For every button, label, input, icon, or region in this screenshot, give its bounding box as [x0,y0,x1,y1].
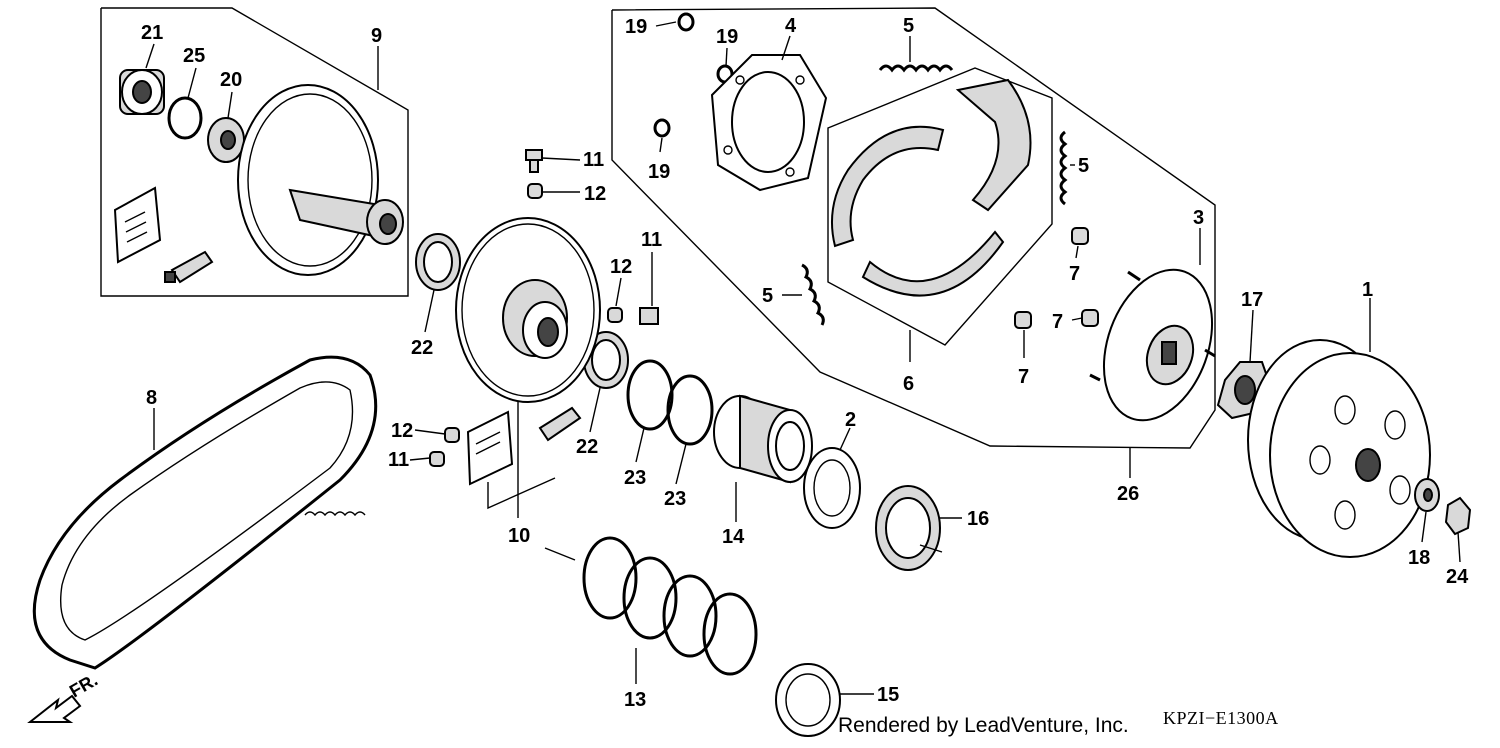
collar-12-mid[interactable] [607,307,623,323]
callout-11-left: 11 [388,449,409,471]
callout-19-b: 19 [716,26,738,48]
group-outline-shoes [827,67,1053,346]
bolt-11-left[interactable] [429,451,445,467]
needle-bearing-21[interactable] [119,69,165,115]
callout-25: 25 [183,45,205,67]
callout-7-a: 7 [1069,263,1080,285]
clip-19-a[interactable] [677,12,695,32]
callout-11-top: 11 [583,149,604,171]
driven-spring-13[interactable] [582,536,758,676]
callout-1: 1 [1362,279,1373,301]
callout-23-a: 23 [624,467,646,489]
ball-bearing-20[interactable] [207,117,245,163]
bracket-10 [487,477,556,510]
callout-13: 13 [624,689,646,711]
callout-19-a: 19 [625,16,647,38]
clutch-outer-1[interactable] [1247,339,1431,558]
grease-pack-icon [113,186,162,264]
callout-14: 14 [722,526,745,548]
callout-2: 2 [845,409,856,431]
callout-12-top: 12 [584,183,606,205]
leader-lines [145,21,1461,695]
callout-5-right: 5 [1078,155,1089,177]
callout-19-c: 19 [648,161,670,183]
callout-17: 17 [1241,289,1263,311]
bolt-11-top[interactable] [525,149,543,173]
oil-seal-22-left[interactable] [415,233,461,291]
callout-26: 26 [1117,483,1139,505]
clutch-shoe-6-bottom[interactable] [861,230,1005,297]
grease-tube-icon [164,250,214,284]
callout-6: 6 [903,373,914,395]
callout-9: 9 [371,25,382,47]
o-ring-23-b[interactable] [666,374,714,446]
clutch-shoe-6-top[interactable] [955,78,1032,212]
group-outline-driven-face [100,7,409,297]
callout-7-c: 7 [1018,366,1029,388]
callout-21: 21 [141,22,163,44]
nut-7-c[interactable] [1081,309,1099,327]
collar-12-left[interactable] [444,427,460,443]
group-outline-clutch [611,7,1216,449]
callout-22-left: 22 [411,337,433,359]
callout-4: 4 [785,15,797,37]
circlip-25[interactable] [167,96,203,140]
callout-12-mid: 12 [610,256,632,278]
callout-12-left: 12 [391,420,413,442]
clutch-spring-5-right[interactable] [1059,130,1068,206]
oil-seal-16[interactable] [875,485,941,571]
callout-3: 3 [1193,207,1204,229]
clutch-spring-5-left[interactable] [801,263,825,326]
o-ring-23-a[interactable] [626,359,674,431]
callout-labels: 1 2 3 4 5 5 5 6 7 7 7 8 9 10 11 11 11 12… [141,15,1469,711]
bolt-11-mid[interactable] [639,307,659,325]
callout-5-left: 5 [762,285,773,307]
nut-7-b[interactable] [1014,311,1032,329]
washer-18[interactable] [1414,478,1440,512]
callout-20: 20 [220,69,242,91]
credit-text: Rendered by LeadVenture, Inc. [838,714,1129,737]
collar-15[interactable] [775,663,841,737]
diagram-code: KPZI−E1300A [1163,708,1279,728]
callout-24: 24 [1446,566,1469,588]
drive-plate-3[interactable] [1084,255,1231,436]
collar-12-top[interactable] [527,183,543,199]
driven-face-9[interactable] [237,84,404,276]
grease-pack-icon-2 [466,410,514,486]
callout-22-right: 22 [576,436,598,458]
side-plate-4[interactable] [710,54,828,192]
guide-collar-14[interactable] [713,394,813,484]
callout-11-mid: 11 [641,229,662,251]
callout-15: 15 [877,684,899,706]
callout-16: 16 [967,508,989,530]
oil-seal-22-right[interactable] [583,331,629,389]
leader-16-b [919,544,943,553]
driven-pulley-10[interactable] [455,217,601,403]
callout-18: 18 [1408,547,1430,569]
leader-13-b [544,547,576,561]
nut-24[interactable] [1444,496,1472,536]
clip-19-c[interactable] [653,118,671,138]
callout-10: 10 [508,525,530,547]
washer-2[interactable] [803,447,861,529]
nut-7-a[interactable] [1071,227,1089,245]
drive-belt-8[interactable] [32,355,378,670]
clutch-spring-5-top[interactable] [878,64,954,73]
callout-23-b: 23 [664,488,686,510]
callout-5-top: 5 [903,15,914,37]
callout-7-b: 7 [1052,311,1063,333]
grease-tube-icon-2 [538,406,582,442]
front-direction-arrow-icon: FR. [27,670,101,723]
clutch-shoe-6-left[interactable] [830,125,945,248]
callout-8: 8 [146,387,157,409]
